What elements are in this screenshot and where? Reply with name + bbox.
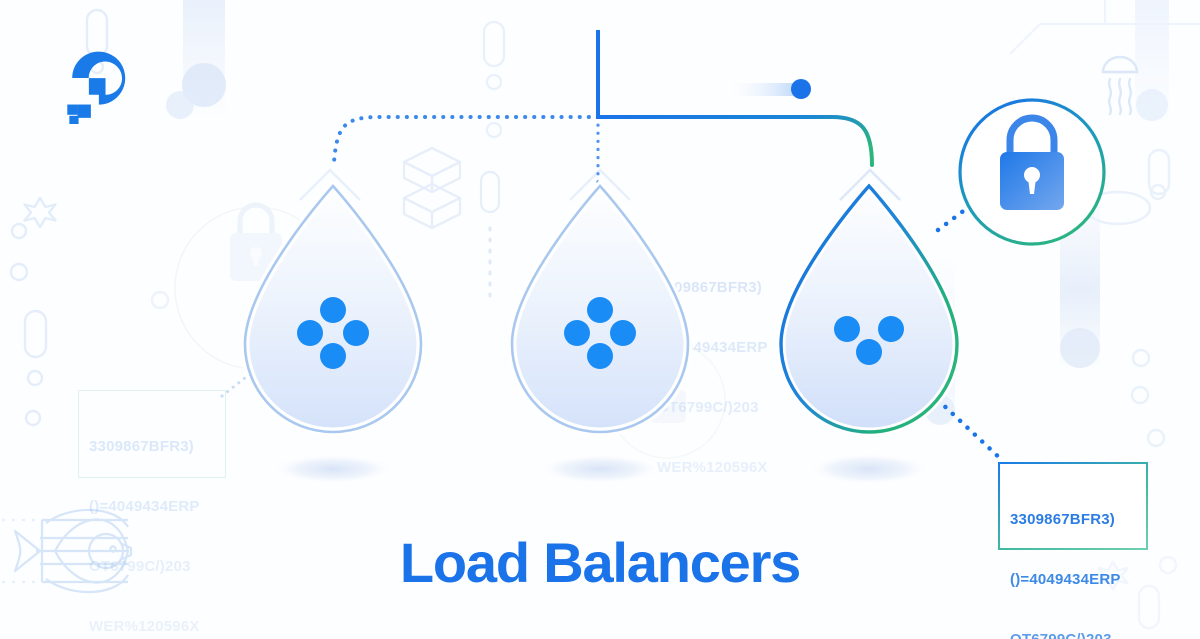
star-icon <box>23 196 57 229</box>
grid-lines-decoration <box>1009 0 1200 55</box>
dotted-accent-decoration <box>479 20 506 302</box>
stacked-cubes-icon <box>402 146 462 230</box>
connector-solid-right <box>596 115 874 167</box>
digitalocean-logo[interactable] <box>55 42 137 124</box>
code-line: OT6799C/)203 <box>89 558 191 575</box>
droplet-1[interactable] <box>240 179 426 437</box>
code-line: ()=4049434ERP <box>1010 571 1121 588</box>
code-line: 3309867BFR3) <box>657 279 762 296</box>
droplet-1-dots <box>297 297 369 369</box>
droplet-shadows <box>271 453 931 485</box>
code-line: OT6799C/)203 <box>657 399 759 416</box>
droplet-3[interactable] <box>776 179 962 437</box>
code-snippet-right: 3309867BFR3) ()=4049434ERP OT6799C/)203 … <box>998 462 1148 639</box>
code-line: WER%120596X <box>89 618 200 635</box>
connector-dotted-left <box>332 115 600 164</box>
code-line: OT6799C/)203 <box>1010 630 1146 639</box>
code-line: 3309867BFR3) <box>1010 511 1115 528</box>
fish-dotted-frame <box>2 518 42 584</box>
lock-icon <box>1000 114 1064 210</box>
connector-droplet1-code <box>220 372 252 398</box>
page-title: Load Balancers <box>399 531 801 594</box>
code-snippet-left: 3309867BFR3) ()=4049434ERP OT6799C/)203 … <box>78 390 226 635</box>
fish-icon <box>13 508 133 594</box>
code-line: WER%120596X <box>657 459 768 476</box>
droplet-2-dots <box>564 297 636 369</box>
droplet-3-dots <box>834 316 904 365</box>
code-line: 3309867BFR3) <box>89 438 194 455</box>
traffic-dot <box>723 79 811 99</box>
right-shapes-decoration <box>1084 148 1178 630</box>
code-line: ()=4049434ERP <box>89 498 200 515</box>
droplet-2[interactable] <box>507 179 693 437</box>
jellyfish-icon <box>1101 55 1139 116</box>
chevron-decoration <box>299 168 901 201</box>
star-icon <box>1097 560 1129 591</box>
